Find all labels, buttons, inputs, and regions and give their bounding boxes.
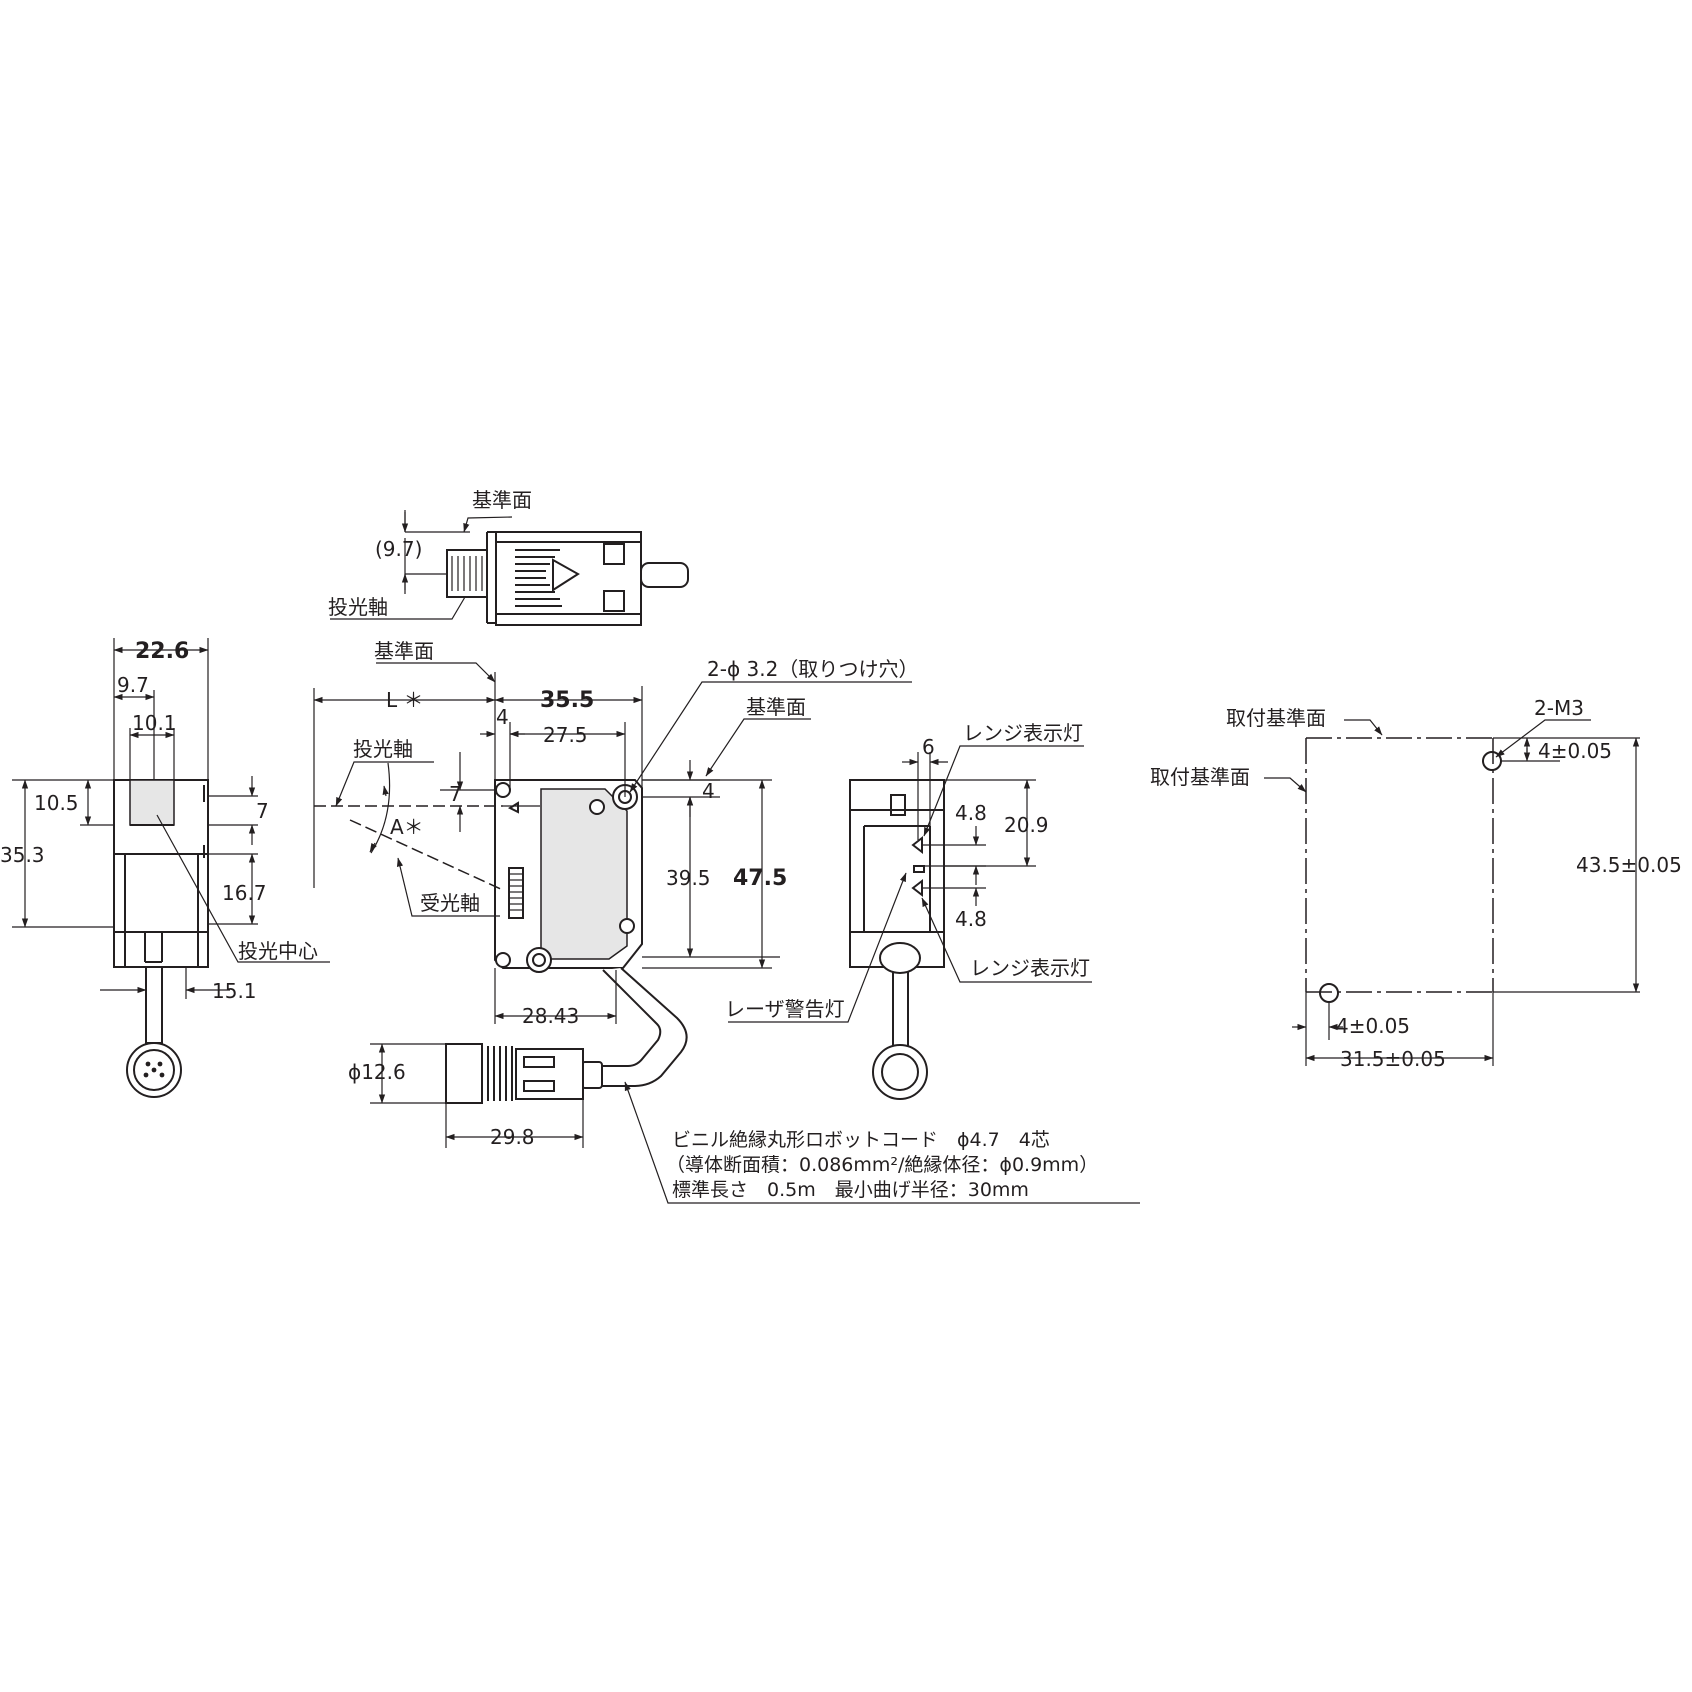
- front-w2843: 28.43: [522, 1004, 579, 1028]
- front-d7: 7: [449, 782, 462, 806]
- mount-hole-bottom: [1319, 983, 1339, 1003]
- top-offset: (9.7): [375, 537, 422, 561]
- left-view-window: [129, 779, 175, 826]
- left-width: 22.6: [135, 639, 189, 664]
- mount-d-left: 4±0.05: [1336, 1014, 1410, 1038]
- front-h395: 39.5: [666, 866, 711, 890]
- front-w275: 27.5: [543, 723, 588, 747]
- front-connector-dia: ϕ12.6: [348, 1060, 406, 1084]
- front-ref-plane-top: 基準面: [374, 639, 434, 663]
- right-view-body: [849, 779, 945, 968]
- right-h209: 20.9: [1004, 813, 1049, 837]
- front-view-cable: [594, 967, 688, 1087]
- left-h2: 7: [256, 799, 269, 823]
- left-emit-center: 投光中心: [238, 939, 318, 963]
- right-laser-led: レーザ警告灯: [725, 997, 845, 1021]
- front-connector-len: 29.8: [490, 1125, 535, 1149]
- front-h475: 47.5: [733, 866, 787, 891]
- mount-width: 31.5±0.05: [1340, 1047, 1446, 1071]
- mount-view: 取付基準面 取付基準面 2-M3 4±0.05 43.5±0.05 4±0.05…: [1150, 696, 1682, 1071]
- right-range-led-bottom: レンジ表示灯: [970, 956, 1090, 980]
- mount-ref-left: 取付基準面: [1150, 765, 1250, 789]
- top-ref-plane: 基準面: [472, 488, 532, 512]
- left-h-total: 35.3: [0, 843, 45, 867]
- right-range-led-top: レンジ表示灯: [963, 721, 1083, 745]
- cable-note: ビニル絶縁丸形ロボットコード ϕ4.7 4芯 （導体断面積：0.086mm²/絶…: [624, 1081, 1140, 1204]
- left-w2: 10.1: [132, 711, 177, 735]
- front-ref-plane-right: 基準面: [746, 695, 806, 719]
- left-h1: 10.5: [34, 791, 79, 815]
- left-view: 22.6 9.7 10.1 35.3 10.5 7 16.7 15.1 投光中心: [0, 638, 330, 1098]
- top-view-cable: [640, 562, 689, 588]
- mount-height: 43.5±0.05: [1576, 853, 1682, 877]
- left-bottom: 15.1: [212, 979, 257, 1003]
- left-view-cable: [145, 966, 163, 1044]
- right-w6: 6: [922, 735, 935, 759]
- cable-note-line2: （導体断面積：0.086mm²/絶縁体径：ϕ0.9mm）: [666, 1154, 1098, 1176]
- front-w4: 4: [496, 705, 509, 729]
- front-view-connector: [445, 1043, 483, 1104]
- front-emit-axis: 投光軸: [353, 737, 413, 761]
- top-view-lens: [446, 549, 488, 598]
- front-recv-axis: 受光軸: [420, 891, 480, 915]
- mount-d-top: 4±0.05: [1538, 739, 1612, 763]
- left-h3: 16.7: [222, 881, 267, 905]
- top-emit-axis: 投光軸: [328, 595, 388, 619]
- front-recv-axis-line: [349, 819, 504, 891]
- front-hole: 2-ϕ 3.2（取りつけ穴）: [707, 657, 919, 681]
- right-view-connector: [872, 1044, 928, 1100]
- left-w1: 9.7: [117, 673, 149, 697]
- front-view-label-area: [540, 788, 628, 960]
- mount-screws: 2-M3: [1534, 696, 1584, 720]
- front-view: L ＊ 35.5 基準面 4 27.5 2-ϕ 3.2（取りつけ穴） 基準面 4…: [313, 639, 919, 1149]
- right-d48b: 4.8: [955, 907, 987, 931]
- top-view: 基準面 (9.7) 投光軸: [328, 488, 689, 626]
- front-d4: 4: [702, 779, 715, 803]
- front-width: 35.5: [540, 688, 594, 713]
- front-angle: A＊: [390, 815, 424, 839]
- right-d48a: 4.8: [955, 801, 987, 825]
- top-view-vents: [515, 549, 580, 607]
- front-L: L ＊: [386, 688, 424, 712]
- cable-note-line1: ビニル絶縁丸形ロボットコード ϕ4.7 4芯: [672, 1129, 1050, 1151]
- right-view: 6 20.9 4.8 4.8 レンジ表示灯 レンジ表示灯 レーザ警告灯: [725, 721, 1092, 1100]
- cable-note-line3: 標準長さ 0.5m 最小曲げ半径：30mm: [672, 1179, 1029, 1201]
- mount-ref-top: 取付基準面: [1226, 706, 1326, 730]
